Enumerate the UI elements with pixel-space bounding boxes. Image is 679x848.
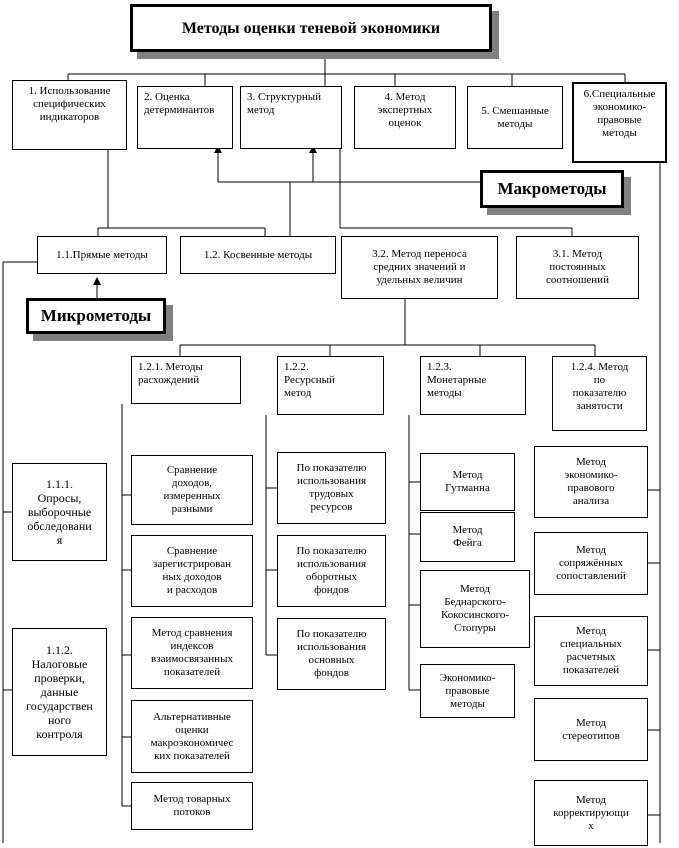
item-gutmann-method: Метод Гутманна (420, 453, 515, 511)
item-commodity-flows: Метод товарных потоков (131, 782, 253, 830)
item-working-capital: По показателю использования оборотных фо… (277, 535, 386, 607)
macro-methods-label: Макрометоды (480, 170, 624, 208)
method-constant-ratios: 3.1. Метод постоянных соотношений (516, 236, 639, 299)
indirect-methods: 1.2. Косвенные методы (180, 236, 336, 274)
method-specific-indicators: 1. Использование специфических индикатор… (12, 80, 127, 150)
item-conjugate-comparisons: Метод сопряжённых сопоставлений (534, 532, 648, 595)
method-mixed: 5. Смешанные методы (467, 86, 563, 149)
item-economic-legal-methods: Экономико- правовые методы (420, 664, 515, 718)
item-stereotypes-method: Метод стереотипов (534, 698, 648, 761)
method-structural: 3. Структурный метод (240, 86, 342, 149)
method-determinants: 2. Оценка детерминантов (137, 86, 233, 149)
group-monetary-methods: 1.2.3. Монетарные методы (420, 356, 526, 415)
direct-methods: 1.1.Прямые методы (37, 236, 167, 274)
item-registered-income-expense: Сравнение зарегистрирован ных доходов и … (131, 535, 253, 607)
group-resource-method: 1.2.2. Ресурсный метод (277, 356, 384, 415)
item-correcting-method: Метод корректирующи х (534, 780, 648, 846)
item-fixed-assets: По показателю использования основных фон… (277, 618, 386, 690)
method-expert-estimates: 4. Метод экспертных оценок (354, 86, 456, 149)
group-discrepancy-methods: 1.2.1. Методы расхождений (131, 356, 241, 404)
method-average-transfer: 3.2. Метод переноса средних значений и у… (341, 236, 498, 299)
item-feige-method: Метод Фейга (420, 512, 515, 562)
group-employment-method: 1.2.4. Метод по показателю занятости (552, 356, 647, 431)
item-bednarski-method: Метод Беднарского- Кокосинского- Стопуры (420, 570, 530, 648)
item-alternative-estimates: Альтернативные оценки макроэкономичес ки… (131, 700, 253, 773)
item-surveys: 1.1.1. Опросы, выборочные обследовани я (12, 463, 107, 561)
item-economic-legal-analysis: Метод экономико- правового анализа (534, 446, 648, 518)
micro-methods-label: Микрометоды (26, 298, 166, 334)
item-income-comparison: Сравнение доходов, измеренных разными (131, 455, 253, 525)
diagram-title: Методы оценки теневой экономики (130, 4, 492, 52)
item-labor-resources: По показателю использования трудовых рес… (277, 452, 386, 524)
item-tax-audits: 1.1.2. Налоговые проверки, данные госуда… (12, 628, 107, 756)
item-index-comparison: Метод сравнения индексов взаимосвязанных… (131, 617, 253, 689)
item-special-indicators: Метод специальных расчетных показателей (534, 616, 648, 686)
method-special-legal: 6.Специальные экономико- правовые методы (572, 82, 667, 163)
